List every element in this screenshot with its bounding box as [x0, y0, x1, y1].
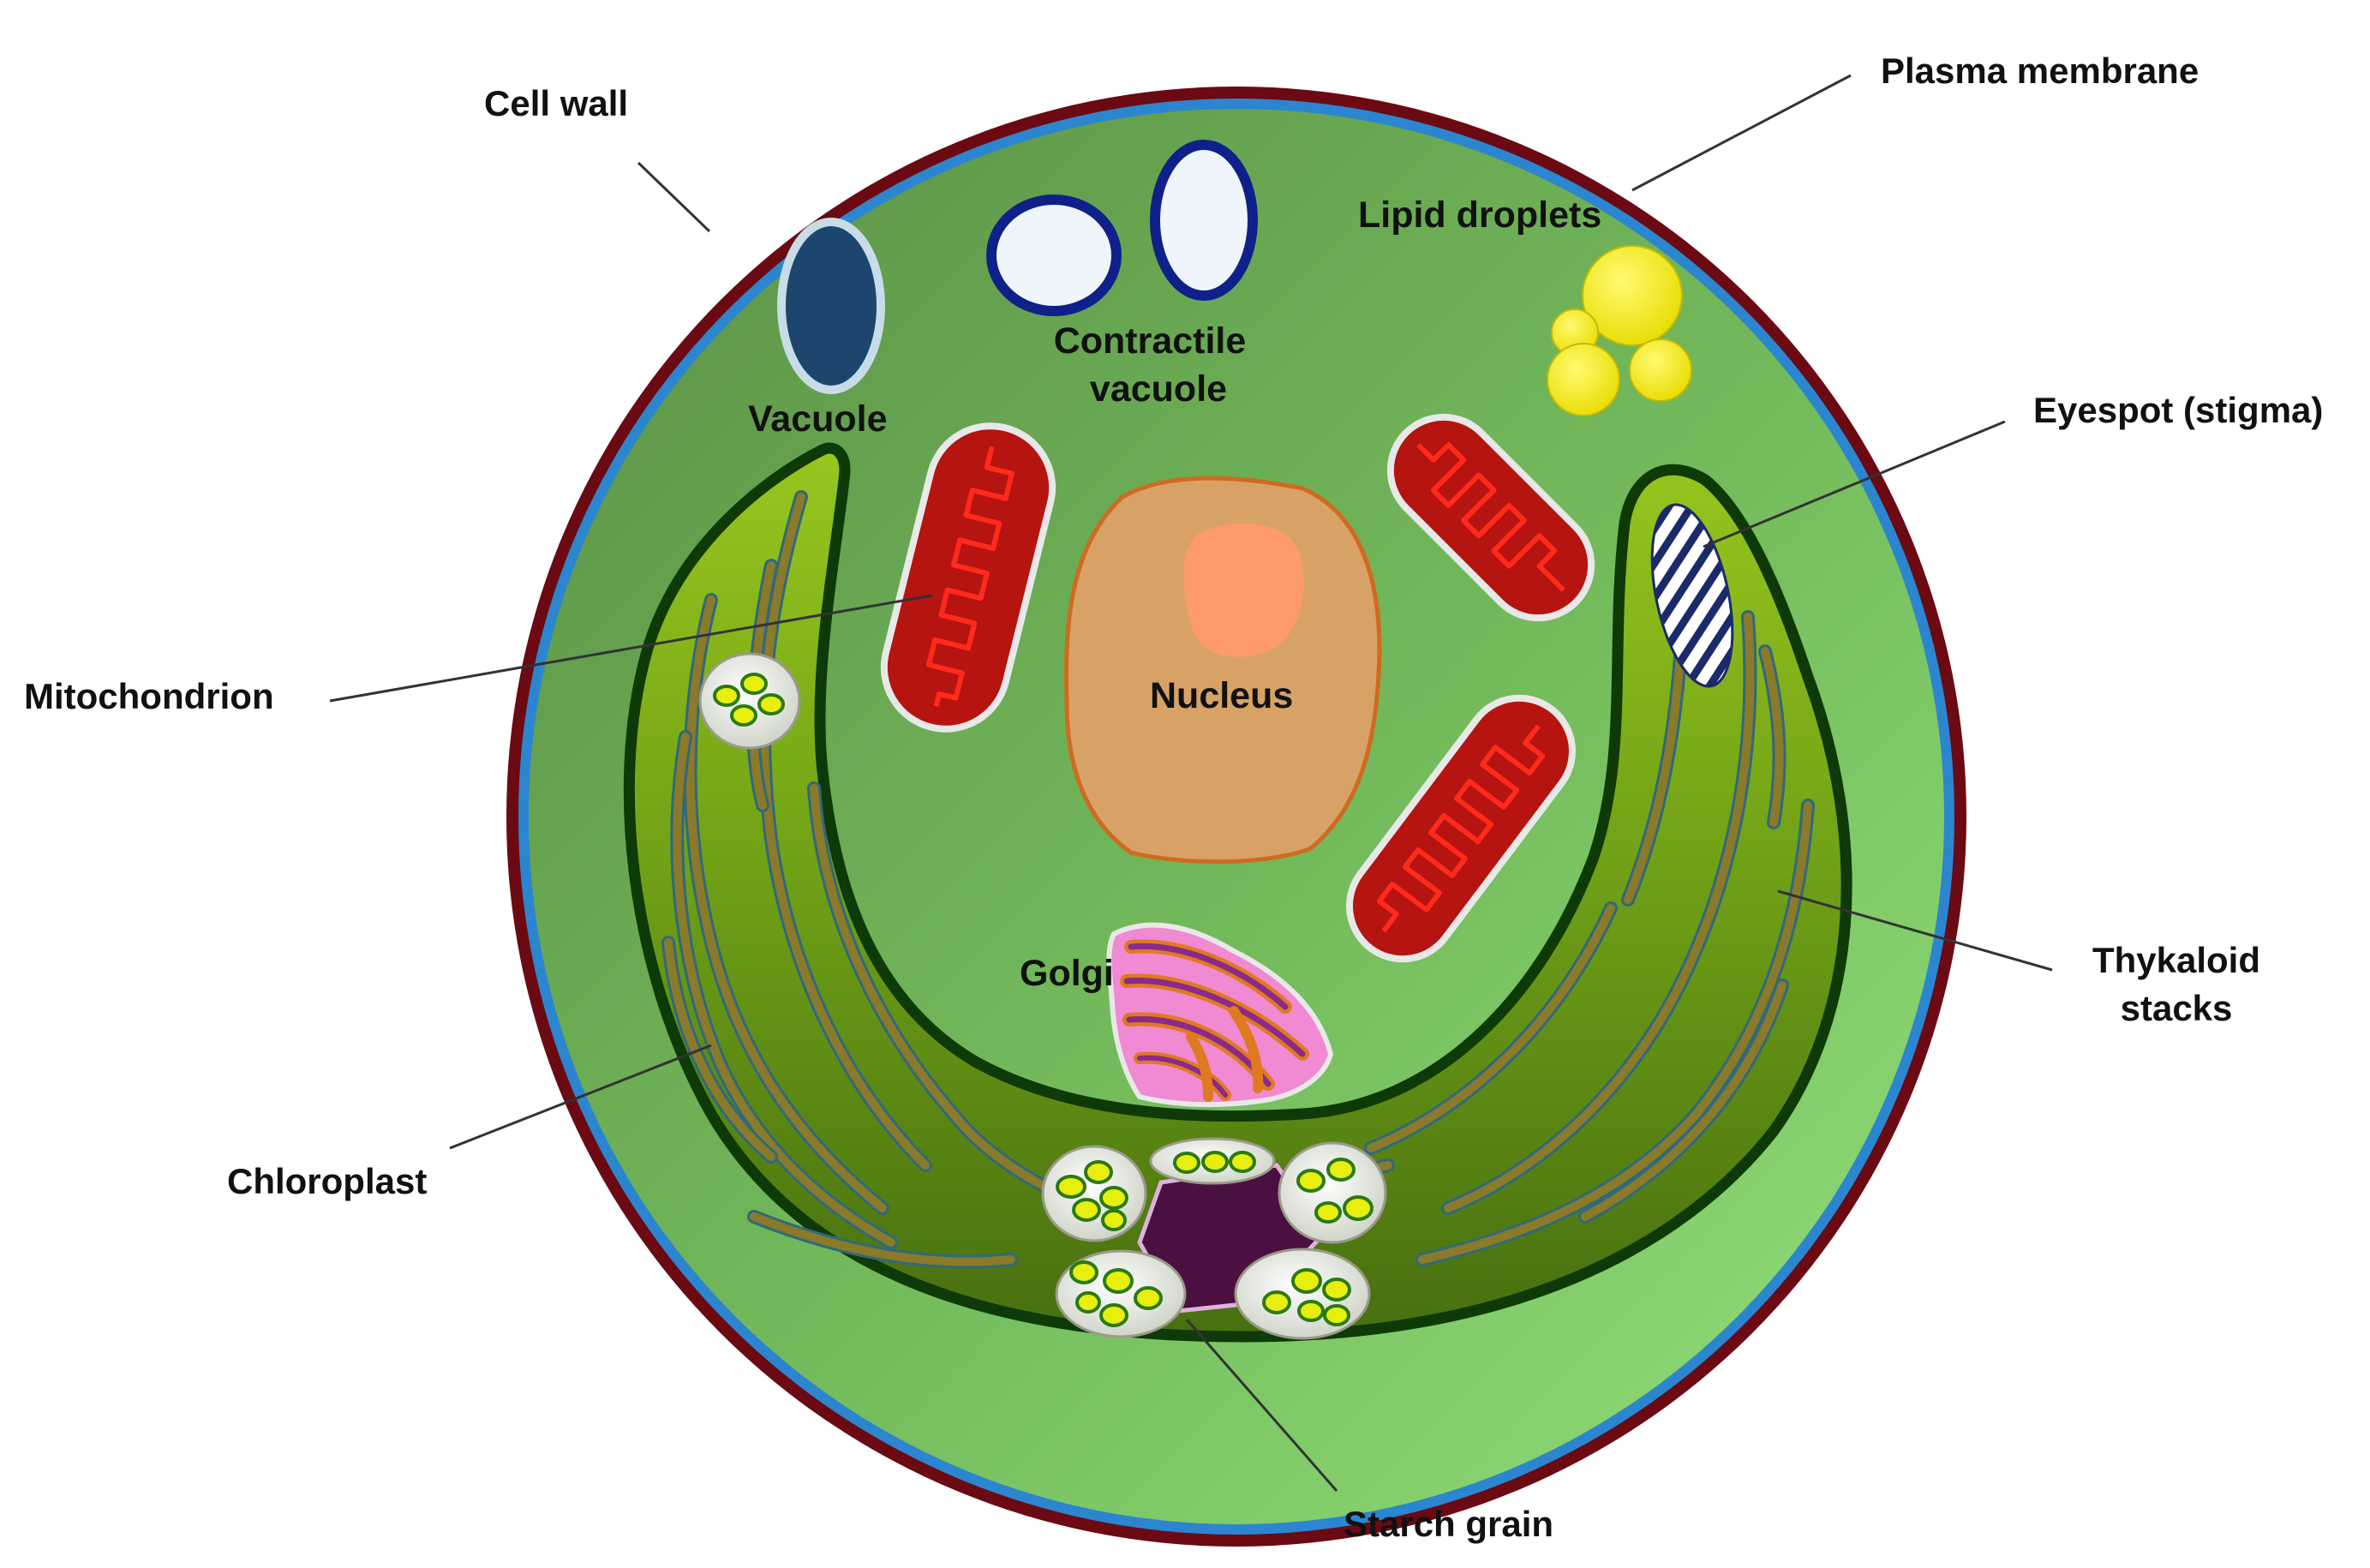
mitochondrion [1386, 413, 1595, 622]
nucleolus [1183, 523, 1304, 657]
label-plasma-membrane: Plasma membrane [1881, 51, 2199, 91]
leader-cell-wall [637, 161, 711, 233]
leader-plasma-membrane [1631, 74, 1852, 192]
label-eyespot: Eyespot (stigma) [2033, 390, 2323, 430]
thylakoid-stacks-left [661, 490, 1104, 1269]
starch-grain [1041, 1145, 1147, 1242]
label-contractile-vacuole-2: vacuole [1090, 368, 1227, 410]
label-lipid-droplets: Lipid droplets [1358, 195, 1601, 236]
label-thykaloid-1: Thykaloid [2092, 940, 2260, 980]
leader-chloroplast [449, 1044, 712, 1150]
contractile-vacuole [986, 195, 1122, 316]
contractile-vacuole [1150, 140, 1258, 301]
labels: Cell wall Plasma membrane Lipid droplets… [24, 51, 2323, 1544]
leader-mitochondrion [329, 594, 933, 703]
starch-grain [1278, 1141, 1387, 1244]
mitochondrion [1345, 694, 1577, 963]
starch-grain [1149, 1137, 1276, 1185]
label-cell-wall: Cell wall [484, 83, 628, 123]
pyrenoid-group [1041, 1137, 1387, 1340]
leader-eyespot [1703, 420, 2006, 548]
thylakoid-stacks-right [1210, 593, 1815, 1266]
chloroplast [623, 442, 1852, 1343]
label-golgi: Golgi [1020, 953, 1114, 994]
label-mitochondrion: Mitochondrion [24, 676, 274, 716]
label-chloroplast: Chloroplast [227, 1161, 427, 1201]
label-vacuole: Vacuole [748, 398, 888, 440]
label-thykaloid-2: stacks [2121, 988, 2233, 1028]
starch-grain [1234, 1248, 1371, 1340]
lipid-droplets [1547, 245, 1692, 416]
starch-grain [1055, 1249, 1187, 1338]
leader-lines [329, 74, 2053, 1492]
chloroplast-body [623, 442, 1852, 1343]
label-nucleus: Nucleus [1150, 675, 1293, 716]
starch-grain [698, 652, 801, 750]
eyespot [1650, 503, 1734, 688]
vacuole [777, 218, 885, 394]
golgi [1106, 922, 1334, 1108]
leader-thykaloid [1777, 889, 2053, 972]
nucleus [1064, 476, 1382, 865]
label-starch-grain: Starch grain [1344, 1504, 1553, 1544]
leader-starch-grain [1185, 1319, 1338, 1492]
mitochondrion [880, 422, 1056, 733]
label-contractile-vacuole-1: Contractile [1054, 320, 1247, 362]
